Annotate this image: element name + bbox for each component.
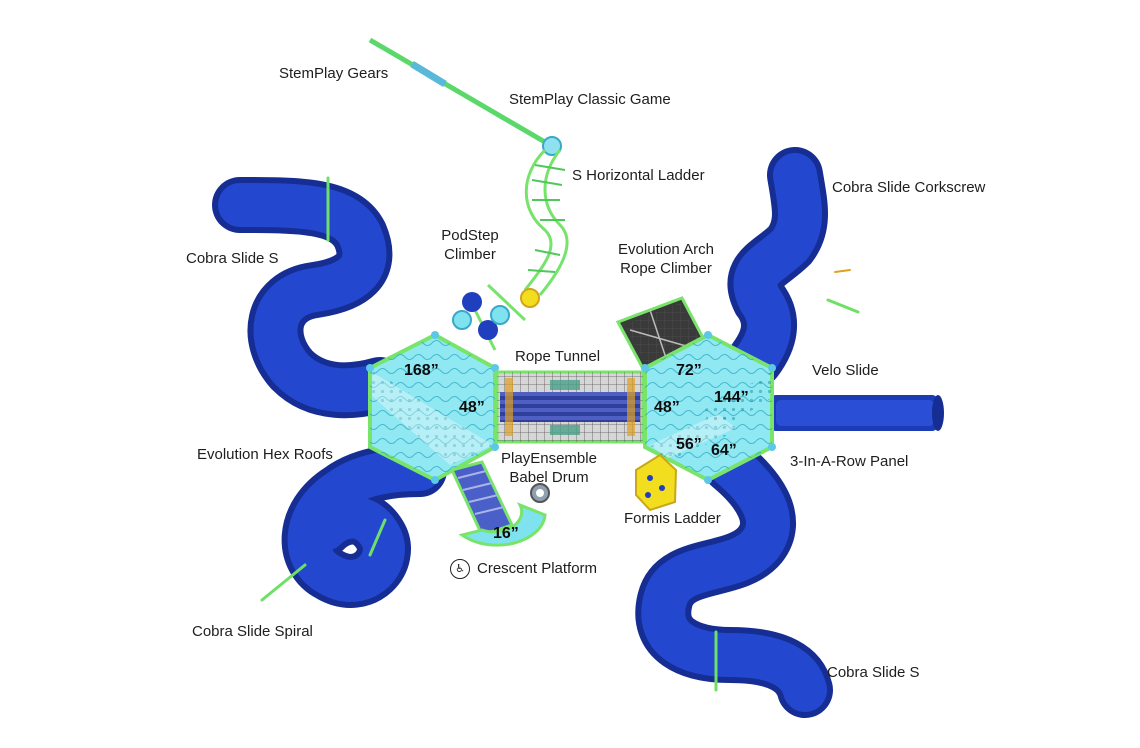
label-podstep-line2: Climber — [444, 246, 496, 263]
left-hex-deck — [366, 331, 499, 484]
label-cobra-slide-spiral: Cobra Slide Spiral — [192, 623, 313, 640]
label-crescent-platform: Crescent Platform — [477, 560, 598, 577]
cobra-slide-s-left — [212, 176, 408, 419]
label-podstep-climber: PodStep Climber — [430, 226, 510, 264]
deck-height-crescent: 16” — [493, 525, 519, 542]
label-playensemble-babel-drum: PlayEnsemble Babel Drum — [494, 449, 604, 487]
label-evolution-hex-roofs: Evolution Hex Roofs — [197, 446, 333, 463]
label-three-in-a-row-panel: 3-In-A-Row Panel — [790, 453, 909, 470]
label-formis-ladder: Formis Ladder — [624, 510, 721, 527]
deck-height-right-right: 144” — [714, 389, 749, 406]
label-cobra-slide-s-right: Cobra Slide S — [827, 664, 920, 681]
deck-height-left-top: 168” — [404, 362, 439, 379]
label-evolution-arch-rope-climber: Evolution Arch Rope Climber — [606, 240, 726, 278]
wheelchair-icon: ♿ — [450, 559, 470, 579]
cobra-slide-s-right — [635, 437, 833, 718]
label-cobra-slide-s-left: Cobra Slide S — [186, 250, 279, 267]
label-s-horizontal-ladder: S Horizontal Ladder — [572, 167, 705, 184]
label-evolution-arch-line2: Rope Climber — [620, 260, 712, 277]
crescent-platform — [449, 460, 550, 547]
s-horizontal-ladder — [520, 148, 569, 308]
label-stemplay-classic-game: StemPlay Classic Game — [509, 91, 671, 108]
deck-height-right-top: 72” — [676, 362, 702, 379]
rope-tunnel — [495, 370, 645, 444]
cobra-slide-spiral — [260, 443, 447, 608]
deck-height-right-low2: 64” — [711, 442, 737, 459]
stemplay-gears-line — [368, 37, 562, 156]
label-cobra-slide-corkscrew: Cobra Slide Corkscrew — [832, 179, 986, 196]
label-evolution-arch-line1: Evolution Arch — [618, 241, 714, 258]
deck-height-left-mid: 48” — [459, 399, 485, 416]
cobra-slide-corkscrew — [727, 147, 860, 388]
deck-height-right-mid: 48” — [654, 399, 680, 416]
label-playensemble-line2: Babel Drum — [509, 469, 589, 486]
label-rope-tunnel: Rope Tunnel — [515, 348, 601, 365]
right-hex-deck — [641, 331, 776, 484]
label-playensemble-line1: PlayEnsemble — [501, 450, 597, 467]
velo-slide — [770, 395, 944, 431]
label-stemplay-gears: StemPlay Gears — [279, 65, 389, 82]
deck-height-right-low: 56” — [676, 436, 702, 453]
label-podstep-line1: PodStep — [441, 227, 499, 244]
podstep-climber — [452, 283, 527, 351]
formis-ladder — [635, 453, 678, 512]
label-velo-slide: Velo Slide — [812, 362, 879, 379]
